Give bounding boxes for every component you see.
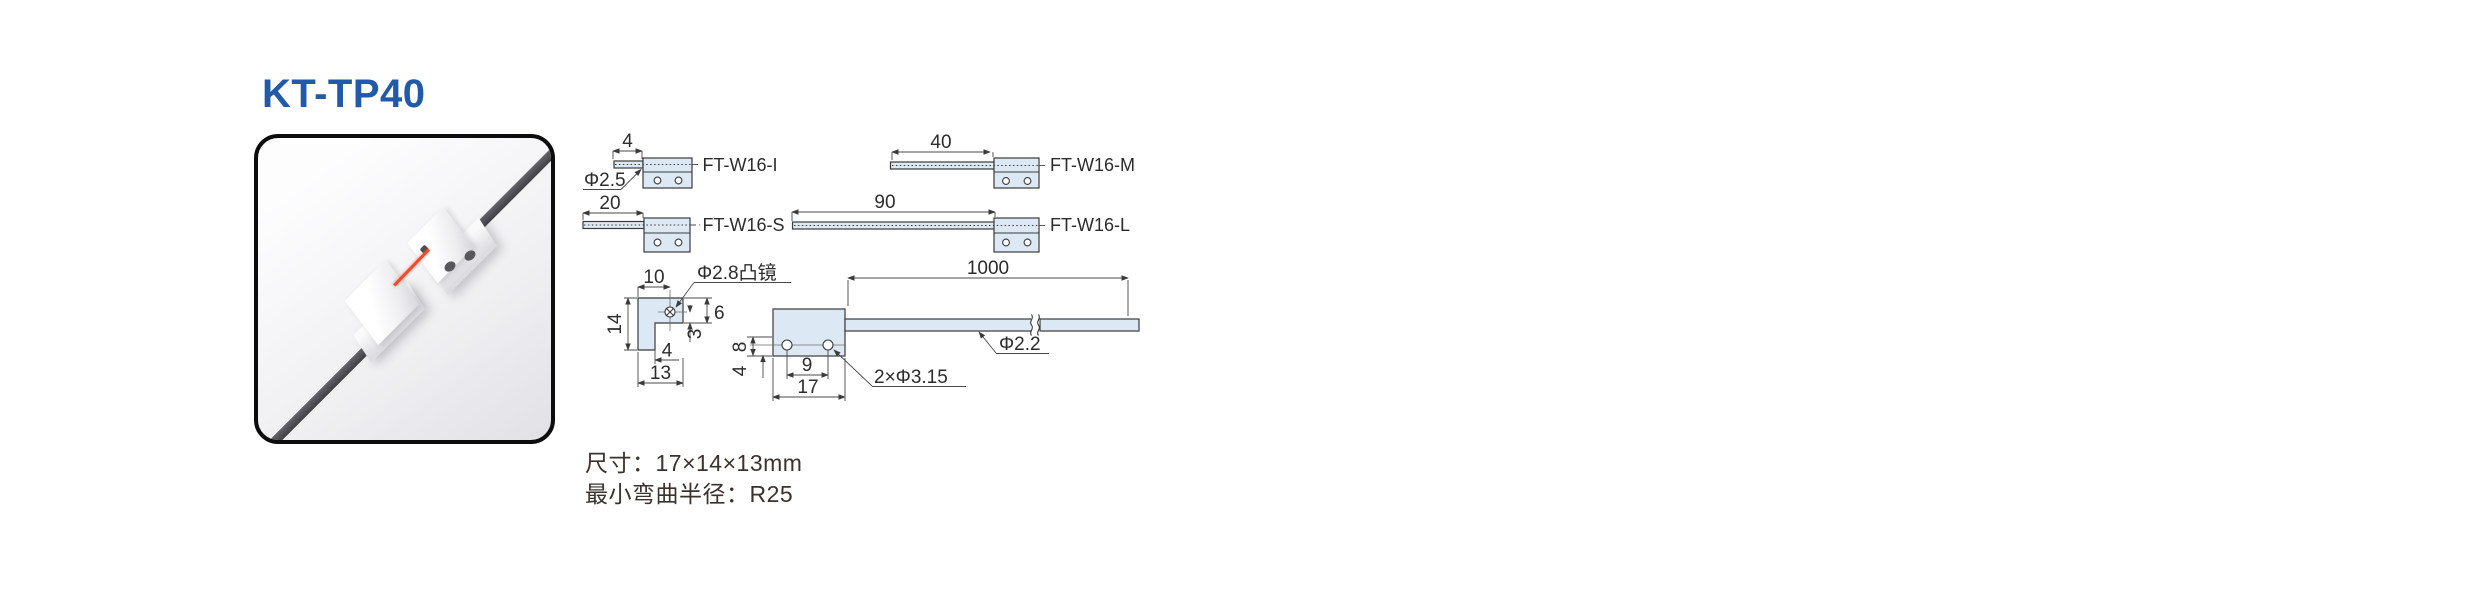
dim-front-height-top: 8 [730,342,751,353]
page-title: KT-TP40 [262,72,426,116]
bracket-label-i: FT-W16-I [703,155,778,175]
bracket-label-s: FT-W16-S [703,215,785,235]
tip-diameter-label: Φ2.5 [584,170,626,191]
drawing-side-view: 10 14 6 3 4 13 Φ2.8凸镜 [605,262,791,387]
dim-lens-offset-bottom: 3 [685,329,706,340]
fiber-cable-drawing [844,318,1033,332]
drawing-bracket-i: 4 FT-W16-I Φ2.5 [583,131,778,191]
dim-bracket-s-length: 20 [599,193,620,214]
drawing-bracket-m: 40 FT-W16-M [889,132,1135,189]
cable-length-label: 1000 [967,258,1009,279]
dim-front-width: 17 [797,377,818,398]
dim-lens-offset-top: 6 [714,303,725,324]
dim-side-top-width: 10 [643,267,664,288]
bracket-label-m: FT-W16-M [1050,155,1135,175]
lens-label: Φ2.8凸镜 [697,262,777,284]
laser-beam [393,248,430,287]
cable-diameter-label: Φ2.2 [999,334,1041,355]
cable-break-symbol [1030,314,1033,336]
bracket-label-l: FT-W16-L [1050,215,1130,235]
dim-bracket-l-length: 90 [874,192,895,213]
spec-dimensions: 尺寸：17×14×13mm [585,450,803,476]
dim-front-height-bottom: 4 [730,365,751,376]
dim-side-height: 14 [605,313,626,335]
drawing-bracket-l: 90 FT-W16-L [791,192,1130,253]
spec-bend-radius: 最小弯曲半径：R25 [585,481,794,507]
holes-label: 2×Φ3.15 [874,367,948,388]
dim-hole-pitch: 9 [802,355,813,376]
dim-side-leg-width: 4 [662,341,673,362]
dim-bracket-i-length: 4 [622,131,633,152]
technical-drawing: 4 FT-W16-I Φ2.5 40 FT-W16-M 20 [582,131,1140,401]
drawing-bracket-s: 20 FT-W16-S [582,193,785,253]
drawing-front-view: 8 4 9 17 2×Φ3.15 1000 Φ2.2 [730,258,1140,401]
product-photo [254,134,555,444]
dim-side-bottom-width: 13 [650,363,671,384]
dim-bracket-m-length: 40 [930,132,951,153]
